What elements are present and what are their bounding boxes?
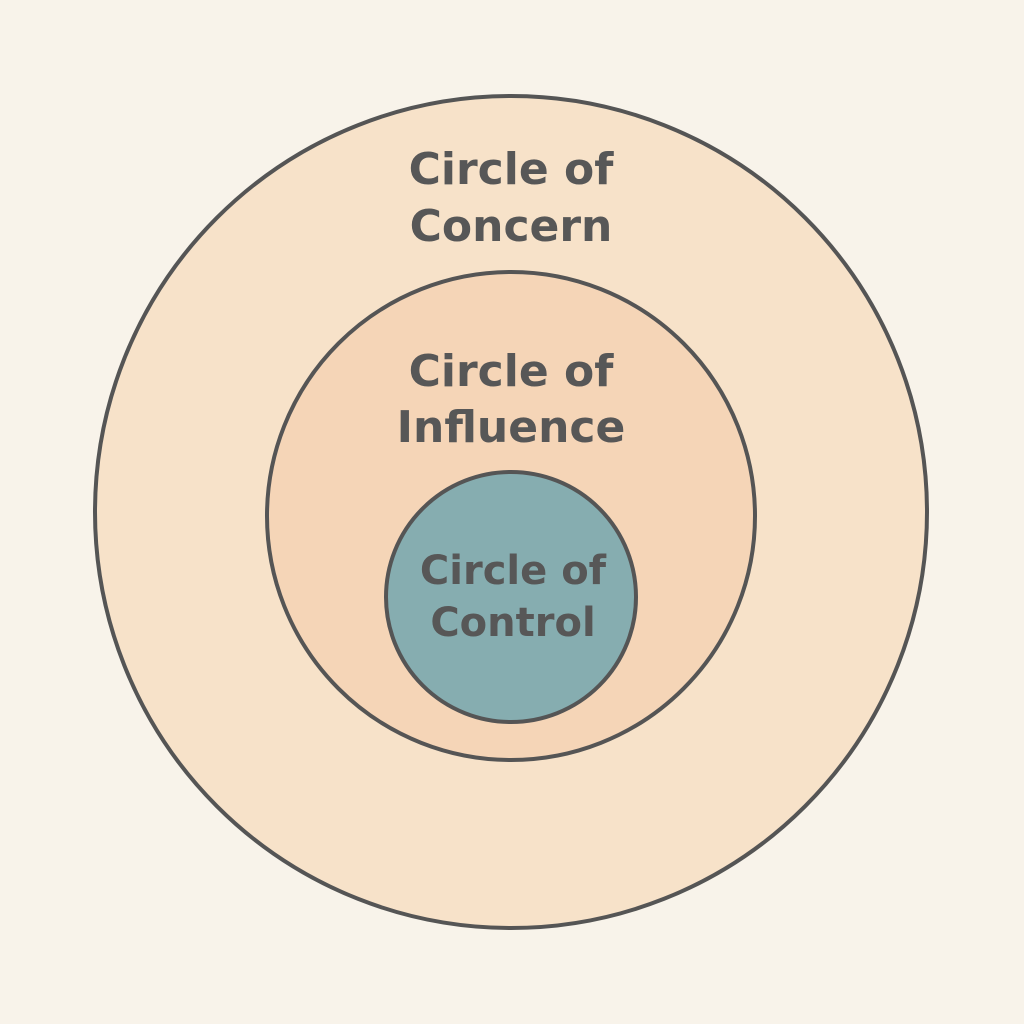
concern-label-line2: Concern	[410, 201, 613, 252]
circle-of-control-shape	[384, 470, 638, 724]
concern-label-line1: Circle of	[409, 144, 615, 195]
influence-label-line1: Circle of	[409, 346, 615, 397]
control-label-line1: Circle of	[420, 548, 607, 594]
influence-label-line2: Influence	[397, 402, 626, 453]
control-label-line2: Control	[430, 600, 595, 646]
